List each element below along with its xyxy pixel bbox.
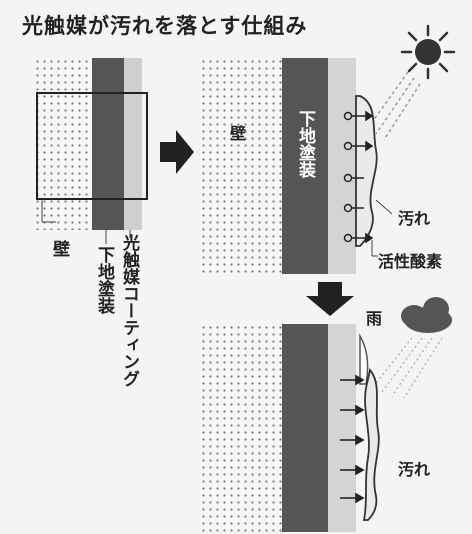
label-coating-left: 光触媒コーティング [119,234,139,387]
label-base-paint-left: 下地塗装 [94,246,114,314]
bottom-wall-layer [200,324,282,532]
label-active-oxygen: 活性酸素 [378,252,443,271]
arrow-down-icon [306,282,354,316]
zoom-frame [36,92,148,200]
water-drop [359,333,369,385]
rain-streaks [371,337,443,399]
active-oxygen-particles [343,110,374,244]
label-rain: 雨 [366,309,383,328]
label-dirt-bottom: 汚れ [398,460,431,479]
top-base-paint-layer [282,58,328,274]
label-base-paint-top: 下地塗装 [295,110,315,178]
diagram-title: 光触媒が汚れを落とす仕組み [22,14,308,38]
sunlight-rays [367,71,421,141]
label-dirt-top: 汚れ [398,209,431,228]
water-push-arrows [340,374,365,504]
top-wall-layer [200,58,282,274]
dirt-bottom-shape [362,368,380,521]
label-wall-top: 壁 [230,124,247,143]
left-base-paint-layer [92,58,124,230]
rain-cloud-icon [401,297,452,333]
sun-icon [400,24,456,80]
label-wall-left: 壁 [49,240,69,257]
arrow-right-icon [160,130,194,174]
left-wall-layer [34,58,92,230]
left-coating-layer [124,58,142,230]
bottom-base-paint-layer [282,324,328,532]
